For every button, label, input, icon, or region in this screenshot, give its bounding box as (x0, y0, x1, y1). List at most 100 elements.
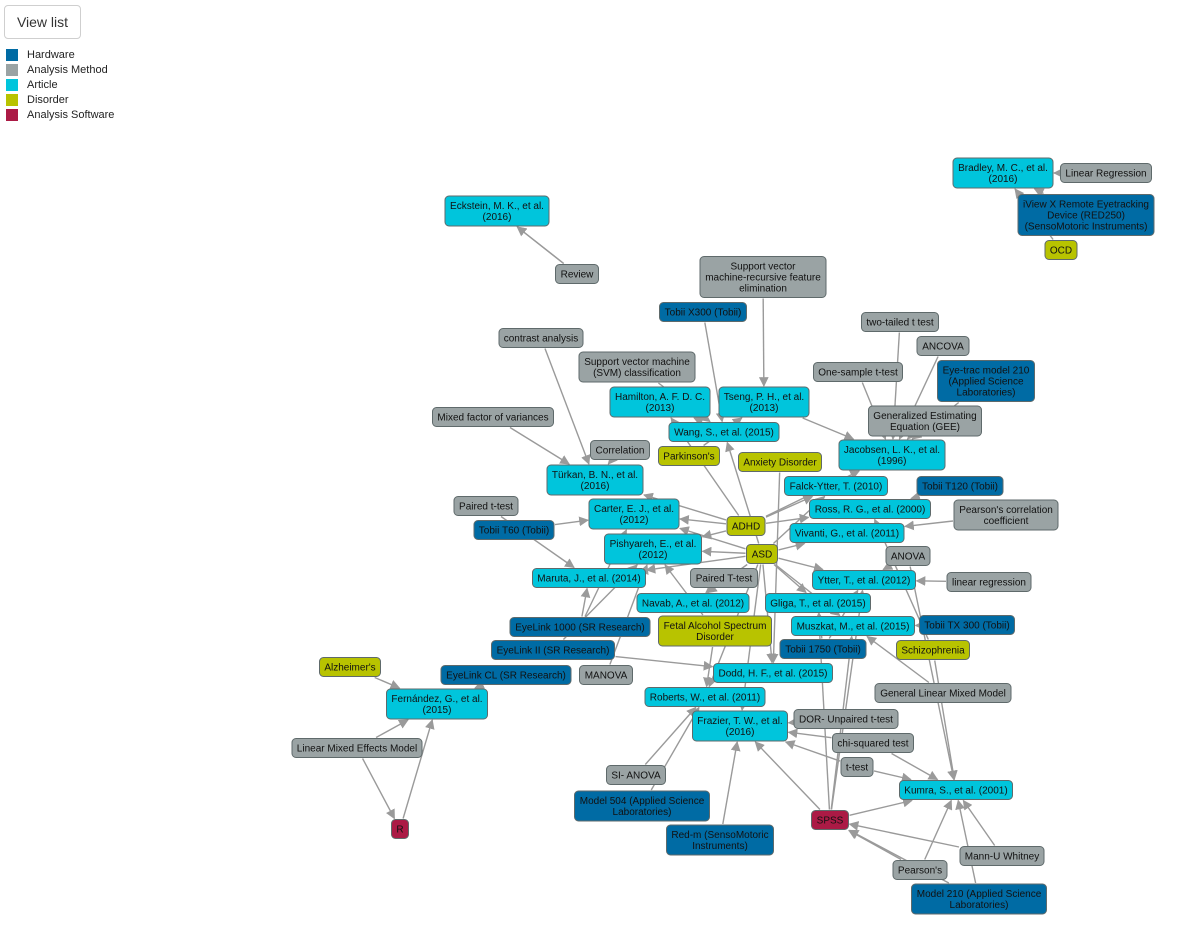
node-label: Parkinson's (663, 452, 714, 463)
node-tobii-t60[interactable]: Tobii T60 (Tobii) (473, 520, 555, 540)
node-tobii-x300[interactable]: Tobii X300 (Tobii) (659, 302, 747, 322)
node-tobii-t120[interactable]: Tobii T120 (Tobii) (916, 476, 1004, 496)
node-jacobsen[interactable]: Jacobsen, L. K., et al.(1996) (838, 439, 946, 471)
node-bradley[interactable]: Bradley, M. C., et al.(2016) (952, 157, 1054, 189)
node-svm[interactable]: Support vector machine(SVM) classificati… (578, 351, 696, 383)
node-roberts[interactable]: Roberts, W., et al. (2011) (644, 687, 766, 707)
node-box (666, 824, 774, 856)
node-fernandez[interactable]: Fernández, G., et al.(2015) (386, 688, 488, 720)
node-label: EyeLink 1000 (SR Research) (515, 623, 645, 634)
node-wang[interactable]: Wang, S., et al. (2015) (668, 422, 780, 442)
node-label: (2016) (581, 481, 610, 492)
node-r[interactable]: R (391, 819, 409, 839)
node-eyelink1000[interactable]: EyeLink 1000 (SR Research) (509, 617, 651, 637)
node-paired-t[interactable]: Paired t-test (453, 496, 519, 516)
edge-fasd-to-roberts (703, 646, 714, 688)
node-label: (2012) (639, 550, 668, 561)
node-paired-t[interactable]: Paired T-test (690, 568, 758, 588)
node-si-anova[interactable]: SI- ANOVA (606, 765, 666, 785)
node-falck[interactable]: Falck-Ytter, T. (2010) (784, 476, 888, 496)
node-lmem[interactable]: Linear Mixed Effects Model (291, 738, 423, 758)
node-navab[interactable]: Navab, A., et al. (2012) (636, 593, 750, 613)
node-eyetrac210[interactable]: Eye-trac model 210(Applied ScienceLabora… (937, 360, 1035, 402)
node-anxiety[interactable]: Anxiety Disorder (738, 452, 822, 472)
node-glmm[interactable]: General Linear Mixed Model (874, 683, 1012, 703)
node-ancova[interactable]: ANCOVA (916, 336, 970, 356)
node-pishyareh[interactable]: Pishyareh, E., et al.(2012) (604, 533, 702, 565)
node-label: elimination (739, 284, 787, 295)
edge-ttest-to-kumra (873, 770, 912, 783)
node-linreg-low[interactable]: linear regression (946, 572, 1032, 592)
node-anova[interactable]: ANOVA (885, 546, 931, 566)
node-asd[interactable]: ASD (746, 544, 778, 564)
node-box (1044, 240, 1078, 260)
node-review[interactable]: Review (555, 264, 599, 284)
node-tseng[interactable]: Tseng, P. H., et al.(2013) (718, 386, 810, 418)
node-parkinsons[interactable]: Parkinson's (658, 446, 720, 466)
node-mannu[interactable]: Mann-U Whitney (959, 846, 1045, 866)
node-schizo[interactable]: Schizophrenia (896, 640, 970, 660)
node-mixed-factor[interactable]: Mixed factor of variances (432, 407, 554, 427)
node-eckstein[interactable]: Eckstein, M. K., et al.(2016) (444, 195, 550, 227)
node-box (444, 195, 550, 227)
edge-asd-to-gliga (773, 563, 807, 594)
node-ross[interactable]: Ross, R. G., et al. (2000) (809, 499, 931, 519)
node-dodd[interactable]: Dodd, H. F., et al. (2015) (713, 663, 833, 683)
node-box (868, 405, 982, 437)
edge-adhd-to-falck (765, 495, 814, 518)
view-list-button[interactable]: View list (4, 5, 81, 39)
node-label: Alzheimer's (324, 663, 375, 674)
node-vivanti[interactable]: Vivanti, G., et al. (2011) (789, 523, 905, 543)
node-box (546, 464, 644, 496)
node-label: Fetal Alcohol Spectrum (664, 621, 767, 632)
edge-eyelinkcl-to-fernandez (474, 680, 486, 690)
node-muszkat[interactable]: Muszkat, M., et al. (2015) (791, 616, 915, 636)
edge-mixed_factor-to-turkan (509, 426, 570, 465)
node-dor-unpaired[interactable]: DOR- Unpaired t-test (793, 709, 899, 729)
node-frazier[interactable]: Frazier, T. W., et al.(2016) (692, 710, 788, 742)
node-tobii-tx300[interactable]: Tobii TX 300 (Tobii) (919, 615, 1015, 635)
node-contrast[interactable]: contrast analysis (498, 328, 584, 348)
node-eyelinkcl[interactable]: EyeLink CL (SR Research) (440, 665, 572, 685)
node-spss[interactable]: SPSS (811, 810, 849, 830)
node-pearsons[interactable]: Pearson's (892, 860, 948, 880)
node-label: Tseng, P. H., et al. (724, 392, 804, 403)
node-linreg-cap[interactable]: Linear Regression (1060, 163, 1152, 183)
node-one-sample[interactable]: One-sample t-test (813, 362, 903, 382)
node-box (532, 568, 646, 588)
node-label: Hamilton, A. F. D. C. (615, 392, 705, 403)
node-adhd[interactable]: ADHD (726, 516, 766, 536)
node-box (838, 439, 946, 471)
node-gliga[interactable]: Gliga, T., et al. (2015) (765, 593, 871, 613)
node-ocd[interactable]: OCD (1044, 240, 1078, 260)
node-hamilton[interactable]: Hamilton, A. F. D. C.(2013) (609, 386, 711, 418)
node-alzheimers[interactable]: Alzheimer's (319, 657, 381, 677)
node-label: (Applied Science (948, 377, 1023, 388)
node-box (658, 615, 772, 647)
node-correlation[interactable]: Correlation (590, 440, 650, 460)
node-carter[interactable]: Carter, E. J., et al.(2012) (588, 498, 680, 530)
node-chi2[interactable]: chi-squared test (832, 733, 914, 753)
node-maruta[interactable]: Maruta, J., et al. (2014) (532, 568, 646, 588)
node-manova[interactable]: MANOVA (579, 665, 633, 685)
legend-swatch (6, 108, 18, 121)
node-eyelink2[interactable]: EyeLink II (SR Research) (491, 640, 615, 660)
node-tobii1750[interactable]: Tobii 1750 (Tobii) (779, 639, 867, 659)
node-box (813, 362, 903, 382)
node-turkan[interactable]: Türkan, B. N., et al.(2016) (546, 464, 644, 496)
node-label: Review (561, 270, 595, 281)
node-two-tailed[interactable]: two-tailed t test (861, 312, 939, 332)
node-ttest[interactable]: t-test (840, 757, 874, 777)
node-ytter[interactable]: Ytter, T., et al. (2012) (812, 570, 916, 590)
node-box (509, 617, 651, 637)
node-kumra[interactable]: Kumra, S., et al. (2001) (899, 780, 1013, 800)
node-label: Laboratories) (957, 388, 1016, 399)
